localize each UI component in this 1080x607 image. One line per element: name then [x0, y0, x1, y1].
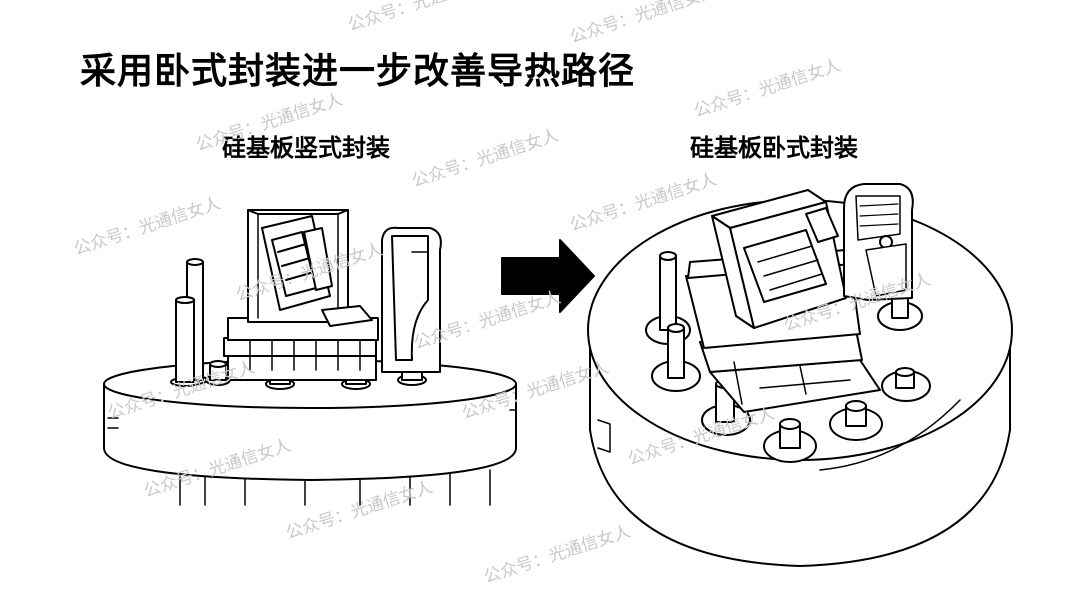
vertical-package-label: 硅基板竖式封装: [222, 134, 390, 162]
horizontal-package-illustration: [587, 183, 1013, 567]
horizontal-chip-block: [711, 189, 847, 329]
silicon-substrate-stack: [223, 317, 379, 381]
side-mount-bracket-right: [843, 183, 914, 301]
vertical-chip-block: [247, 209, 373, 327]
page-title: 采用卧式封装进一步改善导热路径: [80, 51, 636, 92]
vertical-package-illustration: [103, 209, 517, 506]
tall-pins: [170, 258, 208, 387]
horizontal-package-label: 硅基板卧式封装: [690, 134, 858, 162]
side-mount-bracket: [381, 226, 442, 373]
arrow-right-icon: [501, 239, 595, 313]
